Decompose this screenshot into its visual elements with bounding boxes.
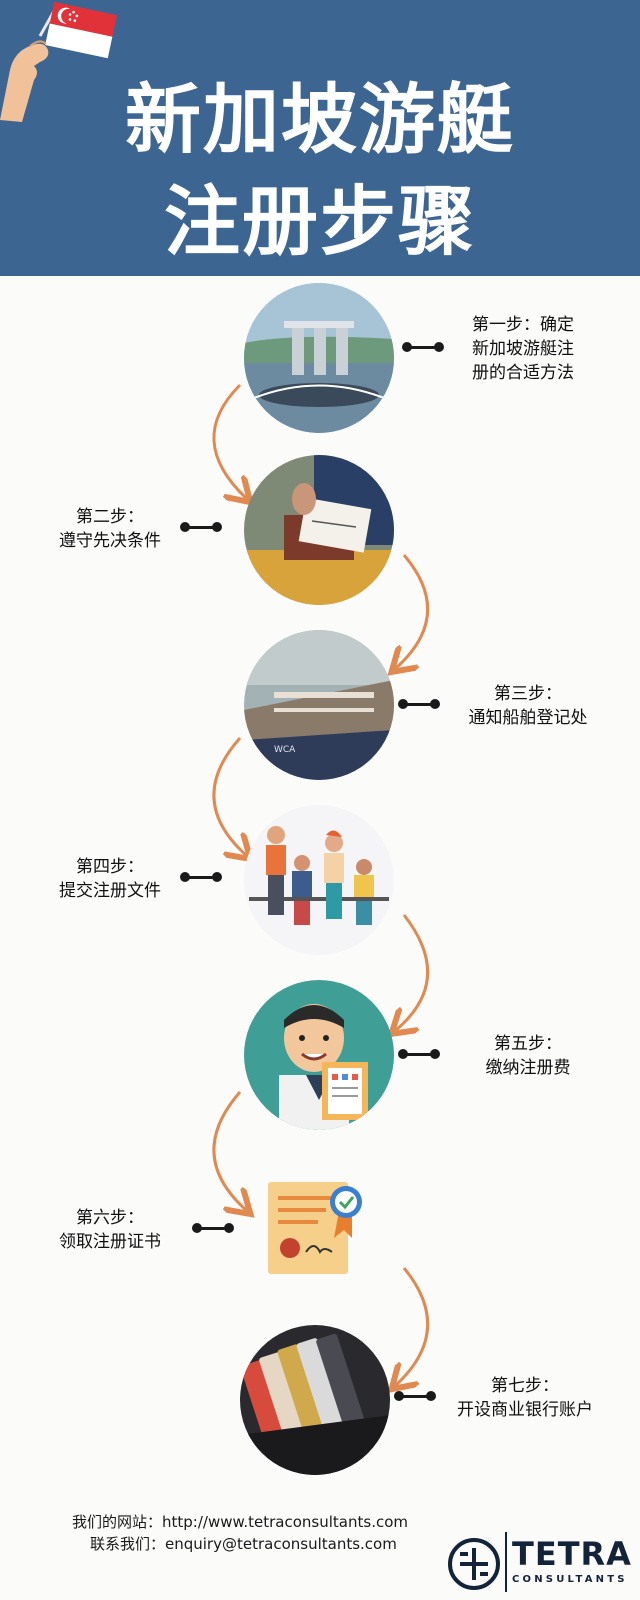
- header-banner: 新加坡游艇 注册步骤: [0, 0, 640, 276]
- step-4-image-team: [244, 805, 394, 955]
- step-5-label: 第五步： 缴纳注册费: [485, 1034, 571, 1078]
- arrow-1-to-2: [212, 383, 246, 498]
- tetra-logo-icon: [448, 1538, 500, 1590]
- step-2-label: 第二步： 遵守先决条件: [59, 507, 161, 551]
- arrow-5-to-6: [212, 1091, 246, 1210]
- singapore-flag-icon: [0, 0, 130, 140]
- step-3-image-ship: WCA: [244, 630, 394, 780]
- step-7-image-credit-cards: [240, 1325, 390, 1475]
- step-7-connector: [394, 1389, 436, 1403]
- step-3-label: 第三步： 通知船舶登记处: [468, 684, 588, 728]
- arrow-3-to-4: [212, 737, 246, 855]
- step-2-connector: [180, 520, 222, 534]
- page-title-line-1: 新加坡游艇: [125, 75, 515, 164]
- step-7-label: 第七步： 开设商业银行账户: [457, 1376, 593, 1420]
- logo-subtitle: CONSULTANTS: [512, 1574, 628, 1585]
- logo-name: TETRA: [512, 1535, 632, 1573]
- website-line[interactable]: 我们的网站：http://www.tetraconsultants.com: [72, 1513, 408, 1531]
- step-6-label: 第六步： 领取注册证书: [59, 1208, 161, 1252]
- step-3-connector: [398, 697, 440, 711]
- step-4-connector: [180, 870, 222, 884]
- step-1-image-marina-bay: [244, 283, 394, 433]
- arrow-2-to-3: [396, 554, 429, 668]
- step-6-certificate-icon: [262, 1176, 372, 1281]
- step-1-label: 第一步：确定 新加坡游艇注 册的合适方法: [472, 315, 574, 383]
- arrow-6-to-7: [396, 1267, 430, 1385]
- arrow-4-to-5: [396, 914, 430, 1030]
- step-5-image-businessman: [244, 980, 394, 1130]
- step-6-connector: [192, 1221, 234, 1235]
- step-1-connector: [402, 340, 444, 354]
- svg-text:WCA: WCA: [274, 745, 296, 755]
- page-title-line-2: 注册步骤: [164, 177, 476, 266]
- step-2-image-document: [244, 455, 394, 605]
- step-5-connector: [398, 1047, 440, 1061]
- contact-email-line[interactable]: 联系我们：enquiry@tetraconsultants.com: [90, 1535, 397, 1553]
- step-4-label: 第四步： 提交注册文件: [59, 857, 161, 901]
